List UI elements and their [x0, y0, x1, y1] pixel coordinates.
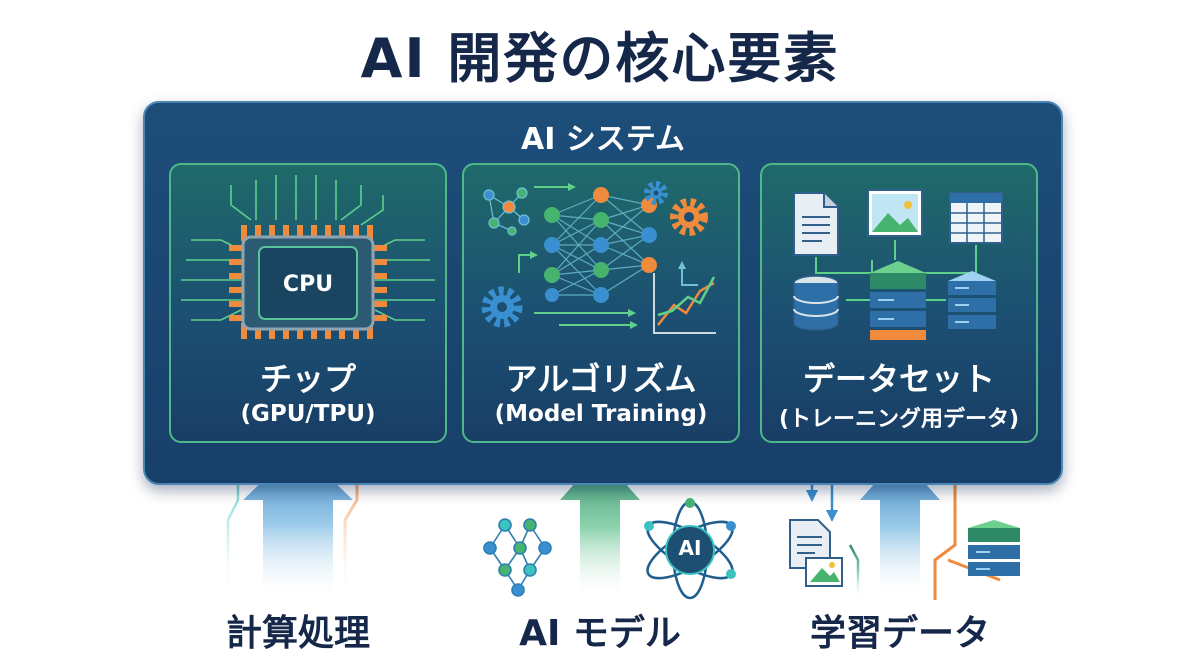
chip-subtitle: (GPU/TPU) — [240, 401, 376, 427]
server-stack-icon — [870, 261, 926, 340]
model-flow — [483, 455, 736, 600]
compute-label: 計算処理 — [225, 613, 370, 654]
small-network-icon — [483, 187, 530, 236]
dataset-title: データセット — [802, 360, 995, 398]
chip-card: CPU チップ (GPU/TPU) — [169, 163, 447, 443]
page-title: AI 開発の核心要素 — [360, 27, 840, 90]
gear-small-icon — [644, 181, 668, 205]
dataset-card: データセット (トレーニング用データ) — [760, 163, 1038, 443]
chip-illustration: CPU — [181, 175, 435, 339]
spreadsheet-icon — [949, 192, 1003, 244]
gear-icon — [670, 198, 708, 236]
ai-model-label: AI モデル — [519, 613, 681, 654]
trend-chart-icon — [653, 261, 716, 334]
flow-arrows — [518, 186, 634, 326]
dataset-subtitle: (トレーニング用データ) — [778, 407, 1020, 432]
model-network-icon — [483, 518, 552, 597]
training-data-label: 学習データ — [809, 613, 990, 654]
server-stack-right-icon — [948, 271, 996, 329]
data-arrowhead-4 — [806, 490, 818, 502]
algorithm-subtitle: (Model Training) — [494, 401, 708, 427]
database-cylinders-icon — [793, 275, 839, 331]
gear-blue-icon — [481, 286, 523, 328]
image-icon — [867, 189, 923, 237]
circuit-pins-orange — [229, 225, 387, 339]
dataset-illustration — [793, 189, 1003, 340]
data-main-arrow — [860, 455, 940, 600]
model-ai-atom-icon — [644, 498, 736, 600]
flow-arrowheads — [530, 183, 638, 329]
chip-die — [258, 246, 358, 320]
document-icon — [793, 192, 839, 256]
compute-main-arrow — [243, 447, 353, 600]
compute-lines — [220, 465, 254, 600]
ai-system-label: AI システム — [521, 122, 685, 157]
chip-label: CPU — [283, 272, 333, 297]
data-arrowhead-5 — [826, 510, 838, 522]
algorithm-title: アルゴリズム — [505, 360, 697, 398]
data-image-icon — [805, 557, 843, 587]
data-server-icon — [968, 520, 1020, 576]
ai-model-badge: AI — [678, 536, 702, 560]
neural-net-edges — [551, 194, 650, 296]
algorithm-card: アルゴリズム (Model Training) — [462, 163, 740, 443]
model-main-arrow — [560, 455, 640, 600]
neural-net-nodes — [544, 187, 657, 303]
algorithm-illustration — [481, 181, 716, 334]
data-document-icon — [789, 519, 831, 569]
chip-title: チップ — [259, 360, 356, 398]
